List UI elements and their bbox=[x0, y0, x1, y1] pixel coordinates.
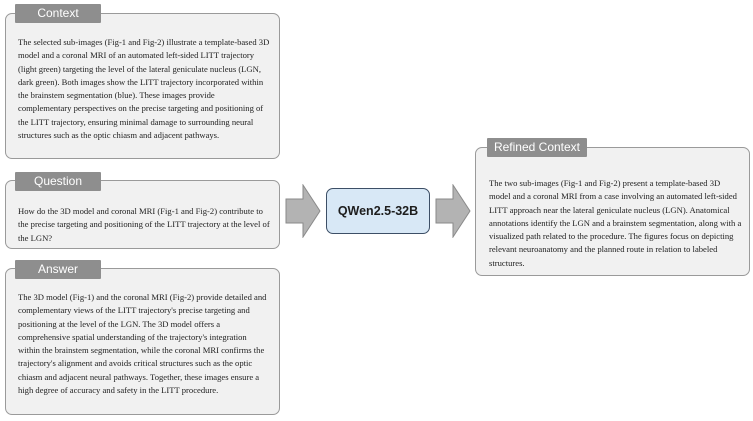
refined-context-panel bbox=[475, 147, 750, 276]
context-tag: Context bbox=[15, 4, 101, 23]
refined-context-tag: Refined Context bbox=[487, 138, 587, 157]
answer-tag: Answer bbox=[15, 260, 101, 279]
question-panel bbox=[5, 180, 280, 249]
question-tag: Question bbox=[15, 172, 101, 191]
question-text: How do the 3D model and coronal MRI (Fig… bbox=[18, 206, 270, 243]
answer-panel bbox=[5, 268, 280, 415]
output-arrow-icon bbox=[435, 184, 471, 238]
context-panel bbox=[5, 13, 280, 159]
context-text: The selected sub-images (Fig-1 and Fig-2… bbox=[18, 37, 270, 141]
refined-context-text: The two sub-images (Fig-1 and Fig-2) pre… bbox=[489, 178, 742, 268]
input-arrow-icon bbox=[285, 184, 321, 238]
answer-text: The 3D model (Fig-1) and the coronal MRI… bbox=[18, 292, 267, 396]
model-box: QWen2.5-32B bbox=[326, 188, 430, 234]
